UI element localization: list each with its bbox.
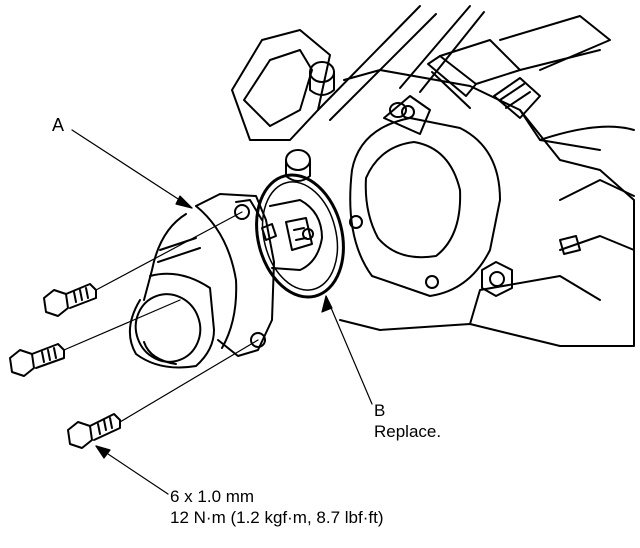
engine-block-icon <box>231 5 635 347</box>
callout-b-label: B <box>374 401 386 420</box>
flange-bolt-icon <box>9 283 121 449</box>
callout-b-note: Replace. <box>374 421 442 441</box>
bolt-size-label: 6 x 1.0 mm <box>170 487 255 506</box>
torque-spec-label: 12 N·m (1.2 kgf·m, 8.7 lbf·ft) <box>170 507 384 527</box>
leader-lines <box>63 129 373 495</box>
bolt-spec-group: 6 x 1.0 mm 12 N·m (1.2 kgf·m, 8.7 lbf·ft… <box>170 487 384 529</box>
o-ring-icon <box>255 173 345 299</box>
thermostat-housing-icon <box>129 193 277 369</box>
callout-a-label: A <box>52 115 65 135</box>
callout-b-group: B Replace. <box>374 401 442 443</box>
thermostat-icon <box>269 199 323 271</box>
